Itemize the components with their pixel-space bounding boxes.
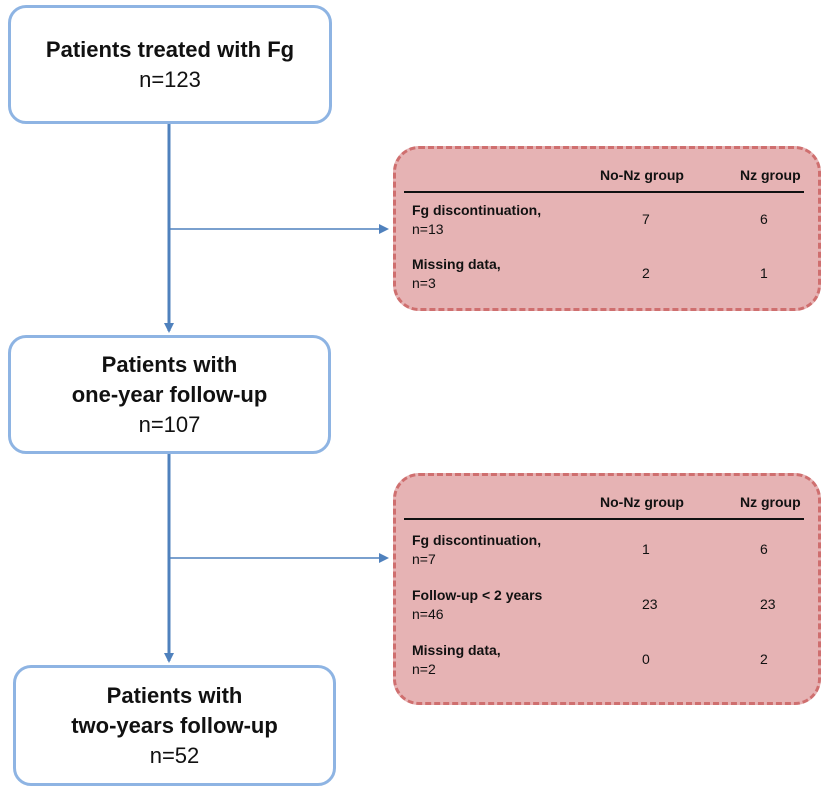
panel-row: Missing data, n=3 2 1 — [412, 255, 804, 299]
column-header-no-nz: No-Nz group — [600, 167, 684, 183]
box-title: Patients treated with Fg — [45, 36, 295, 62]
panel-row: Missing data, n=2 0 2 — [412, 641, 804, 685]
row-count: n=3 — [412, 275, 436, 291]
box-title-line2: one-year follow-up — [71, 381, 268, 407]
box-title: Patients with — [106, 682, 243, 708]
value-no-nz: 1 — [642, 541, 650, 557]
box-treated: Patients treated with Fg n=123 — [8, 5, 332, 124]
box-count: n=107 — [138, 411, 201, 437]
row-count: n=46 — [412, 606, 444, 622]
panel-row: Follow-up < 2 years n=46 23 23 — [412, 586, 804, 630]
box-count: n=123 — [139, 66, 201, 92]
value-nz: 6 — [760, 541, 768, 557]
value-no-nz: 7 — [642, 211, 650, 227]
row-count: n=2 — [412, 661, 436, 677]
value-nz: 23 — [760, 596, 776, 612]
value-no-nz: 0 — [642, 651, 650, 667]
row-label: Fg discontinuation, — [412, 202, 542, 218]
value-no-nz: 2 — [642, 265, 650, 281]
box-title-line2: two-years follow-up — [71, 712, 278, 738]
box-two-years: Patients with two-years follow-up n=52 — [13, 665, 336, 786]
panel-header: No-Nz group Nz group — [404, 492, 804, 520]
panel-header: No-Nz group Nz group — [404, 165, 804, 193]
column-header-nz: Nz group — [740, 167, 801, 183]
row-label: Missing data, — [412, 256, 501, 272]
box-title: Patients with — [101, 351, 238, 377]
exclusion-panel-2: No-Nz group Nz group Fg discontinuation,… — [393, 473, 821, 705]
row-count: n=13 — [412, 221, 444, 237]
row-label: Fg discontinuation, — [412, 532, 542, 548]
column-header-nz: Nz group — [740, 494, 801, 510]
value-nz: 2 — [760, 651, 768, 667]
row-count: n=7 — [412, 551, 436, 567]
value-nz: 6 — [760, 211, 768, 227]
panel-row: Fg discontinuation, n=7 1 6 — [412, 531, 804, 575]
row-label: Missing data, — [412, 642, 501, 658]
exclusion-panel-1: No-Nz group Nz group Fg discontinuation,… — [393, 146, 821, 311]
value-no-nz: 23 — [642, 596, 658, 612]
value-nz: 1 — [760, 265, 768, 281]
box-one-year: Patients with one-year follow-up n=107 — [8, 335, 331, 454]
row-label: Follow-up < 2 years — [412, 587, 543, 603]
box-count: n=52 — [149, 742, 200, 768]
panel-row: Fg discontinuation, n=13 7 6 — [412, 201, 804, 245]
column-header-no-nz: No-Nz group — [600, 494, 684, 510]
